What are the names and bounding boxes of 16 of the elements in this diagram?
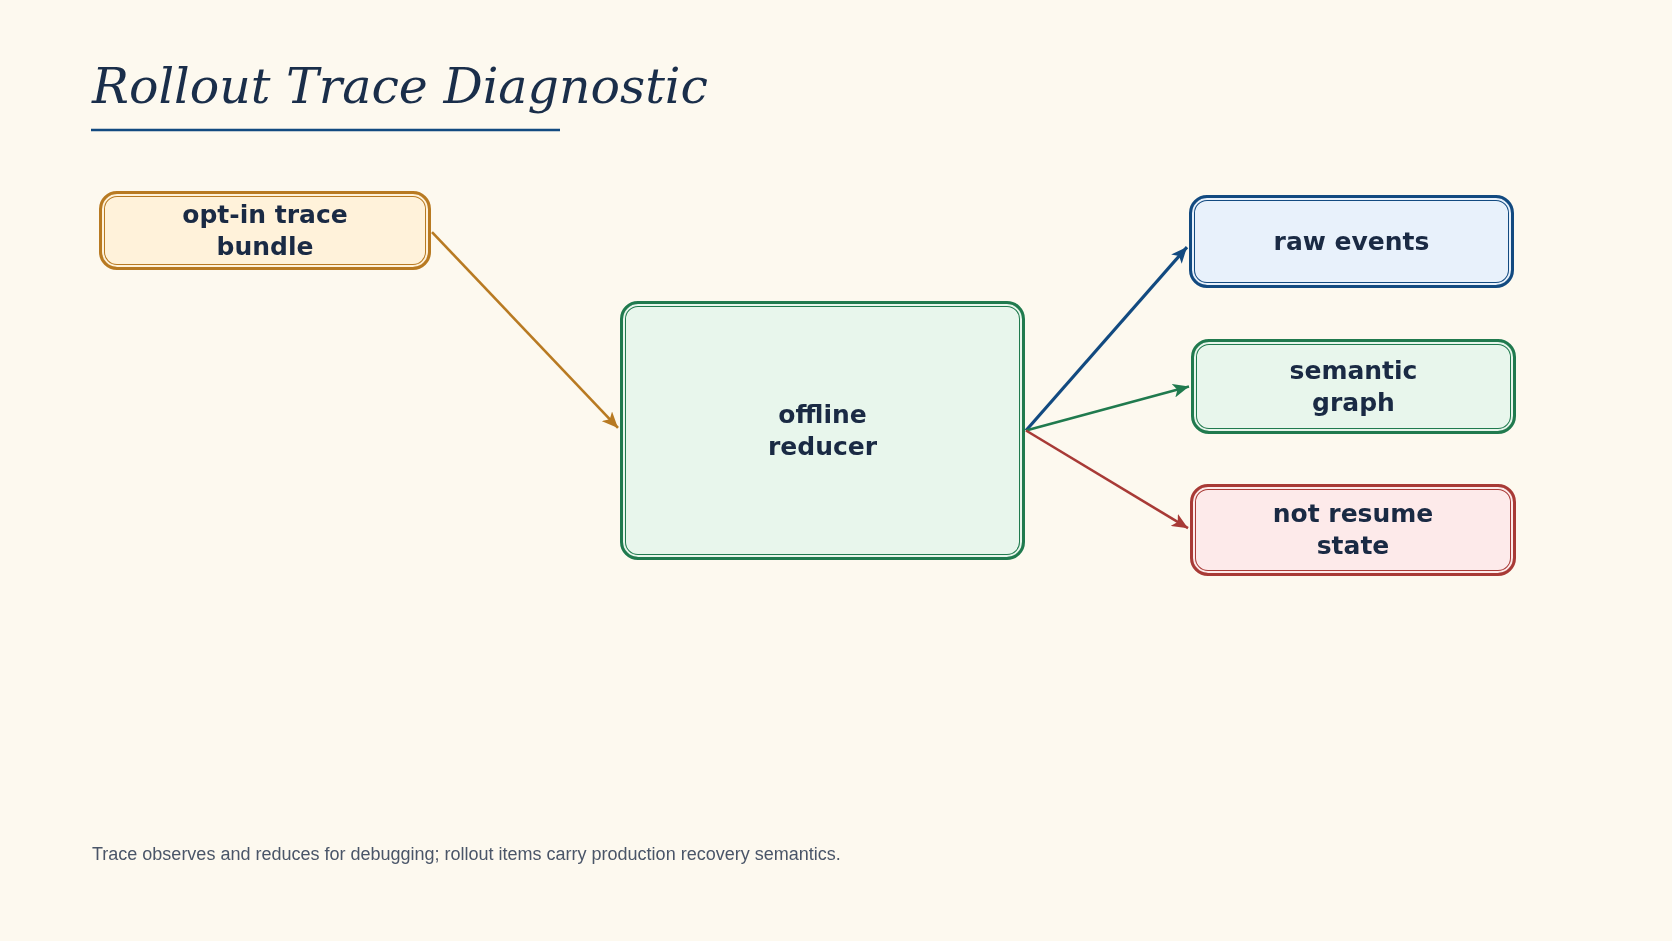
process-box — [99, 191, 431, 270]
process-box — [1190, 484, 1516, 576]
title: Rollout Trace Diagnostic — [92, 58, 708, 115]
process-box — [620, 301, 1025, 560]
process-box — [1191, 339, 1516, 434]
arrow — [1025, 429, 1189, 530]
node-label: opt-in trace bundle — [181, 198, 349, 263]
node-label: raw events — [1273, 225, 1430, 258]
node-label: semantic graph — [1288, 354, 1419, 419]
arrow — [431, 231, 619, 429]
arrow — [1024, 246, 1189, 432]
process-box — [1189, 195, 1514, 288]
caption: Trace observes and reduces for debugging; rollout items carry production recovery semantics. — [92, 844, 841, 865]
arrow — [1025, 383, 1190, 432]
node-label: offline reducer — [766, 398, 879, 463]
node-label: not resume state — [1271, 498, 1435, 562]
